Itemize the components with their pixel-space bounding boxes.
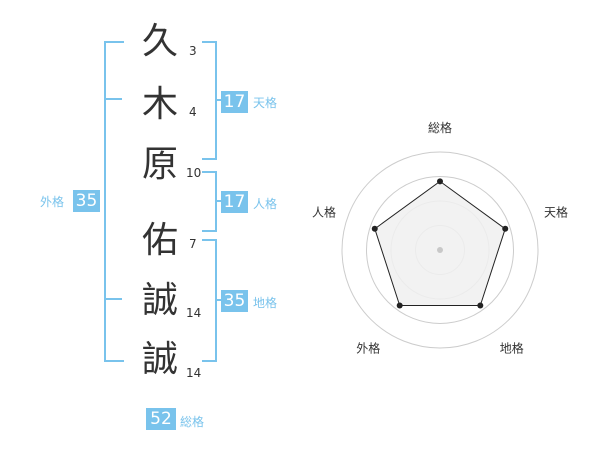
radar-grid-ring <box>366 176 514 324</box>
soukaku-label: 総格 <box>180 415 205 429</box>
gaikaku-badge: 35 <box>73 190 100 212</box>
stroke-count-2: 4 <box>189 105 197 119</box>
radar-axis-label: 天格 <box>544 204 568 219</box>
radar-data-point <box>437 178 443 185</box>
stroke-count-1: 3 <box>189 44 197 58</box>
radar-grid-ring <box>341 151 539 349</box>
name-char-3: 原 <box>141 144 178 185</box>
radar-data-point <box>477 302 484 309</box>
jinkaku-badge: 17 <box>221 191 248 213</box>
jinkaku-label: 人格 <box>253 197 278 211</box>
name-char-1: 久 <box>141 21 178 62</box>
name-char-4: 佑 <box>141 220 178 261</box>
tenkaku-badge: 17 <box>221 91 248 113</box>
chikaku-label: 地格 <box>253 296 278 310</box>
soukaku-badge: 52 <box>146 408 176 430</box>
radar-axis-label: 人格 <box>312 204 336 219</box>
chikaku-badge: 35 <box>221 290 248 312</box>
radar-axis-label: 外格 <box>356 341 380 356</box>
tenkaku-label: 天格 <box>253 96 278 110</box>
name-char-5: 誠 <box>141 280 178 321</box>
gaikaku-label: 外格 <box>40 195 65 209</box>
radar-center-dot <box>437 247 443 253</box>
gaikaku-tick-upper <box>104 98 122 100</box>
name-char-6: 誠 <box>141 339 178 380</box>
stroke-count-6: 14 <box>186 366 202 380</box>
chikaku-connector <box>215 299 221 301</box>
stroke-count-5: 14 <box>186 306 202 320</box>
jinkaku-connector <box>215 200 221 202</box>
stroke-count-4: 7 <box>189 237 197 251</box>
radar-axis-label: 総格 <box>428 120 452 135</box>
gaikaku-tick-lower <box>104 298 122 300</box>
radar-data-polygon <box>374 180 506 306</box>
radar-data-point <box>371 225 378 232</box>
name-char-2: 木 <box>141 84 178 125</box>
gaikaku-bracket <box>104 41 124 362</box>
tenkaku-connector <box>215 99 221 101</box>
radar-axis-label: 地格 <box>500 341 524 356</box>
radar-data-point <box>502 225 509 232</box>
radar-data-point <box>396 302 403 309</box>
stroke-count-3: 10 <box>186 166 202 180</box>
